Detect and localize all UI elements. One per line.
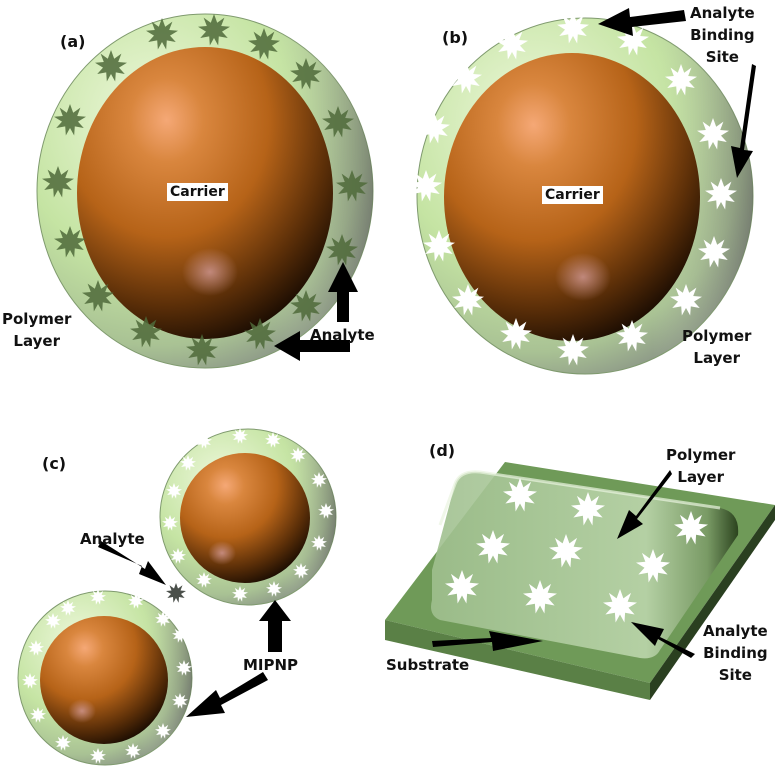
polymer-layer-label-b: Polymer Layer — [682, 325, 751, 369]
arrow-to-binding-site — [631, 622, 695, 658]
binding-site-label-b: Analyte Binding Site — [690, 2, 755, 68]
label-line: Binding — [690, 26, 755, 44]
substrate-label: Substrate — [386, 656, 470, 674]
label-line: Analyte — [690, 4, 755, 22]
analyte-label-c: Analyte — [80, 530, 145, 548]
panel-label-d: (d) — [429, 441, 456, 460]
substrate-front-face — [385, 620, 650, 700]
carrier-label-b: Carrier — [542, 186, 603, 204]
polymer-film — [431, 471, 739, 659]
arrow-to-substrate — [432, 631, 543, 651]
arrow-up-analyte — [328, 262, 358, 322]
label-line: Layer — [13, 332, 60, 350]
label-line: Site — [705, 48, 739, 66]
binding-site-label-d: Analyte Binding Site — [703, 620, 768, 686]
label-line: Site — [718, 666, 752, 684]
panel-c-particles — [17, 428, 337, 766]
label-line: Analyte — [703, 622, 768, 640]
arrow-to-mipnp-bottom — [186, 672, 268, 717]
label-line: Polymer — [666, 446, 736, 464]
label-line: Polymer — [682, 327, 752, 345]
label-line: Layer — [677, 468, 724, 486]
label-line: Binding — [703, 644, 768, 662]
arrow-left-analyte — [274, 331, 350, 361]
arrow-to-analyte — [98, 541, 166, 585]
carrier-label-a: Carrier — [167, 183, 228, 201]
panel-d-substrate — [385, 462, 775, 700]
arrow-to-binding-site-side — [731, 64, 756, 178]
label-line: Polymer — [2, 310, 72, 328]
panel-label-c: (c) — [42, 454, 67, 473]
panel-label-b: (b) — [442, 28, 469, 47]
label-line: Layer — [693, 349, 740, 367]
panel-label-a: (a) — [60, 32, 86, 51]
analyte-label-a: Analyte — [310, 326, 375, 344]
free-analyte-icon — [166, 583, 186, 603]
arrow-to-polymer-layer — [617, 470, 672, 539]
mipnp-label: MIPNP — [243, 656, 299, 674]
arrow-to-binding-site-top — [598, 8, 686, 36]
polymer-layer-label-d: Polymer Layer — [666, 444, 735, 488]
arrow-to-mipnp-top — [259, 600, 291, 652]
polymer-layer-label-a: Polymer Layer — [2, 308, 71, 352]
